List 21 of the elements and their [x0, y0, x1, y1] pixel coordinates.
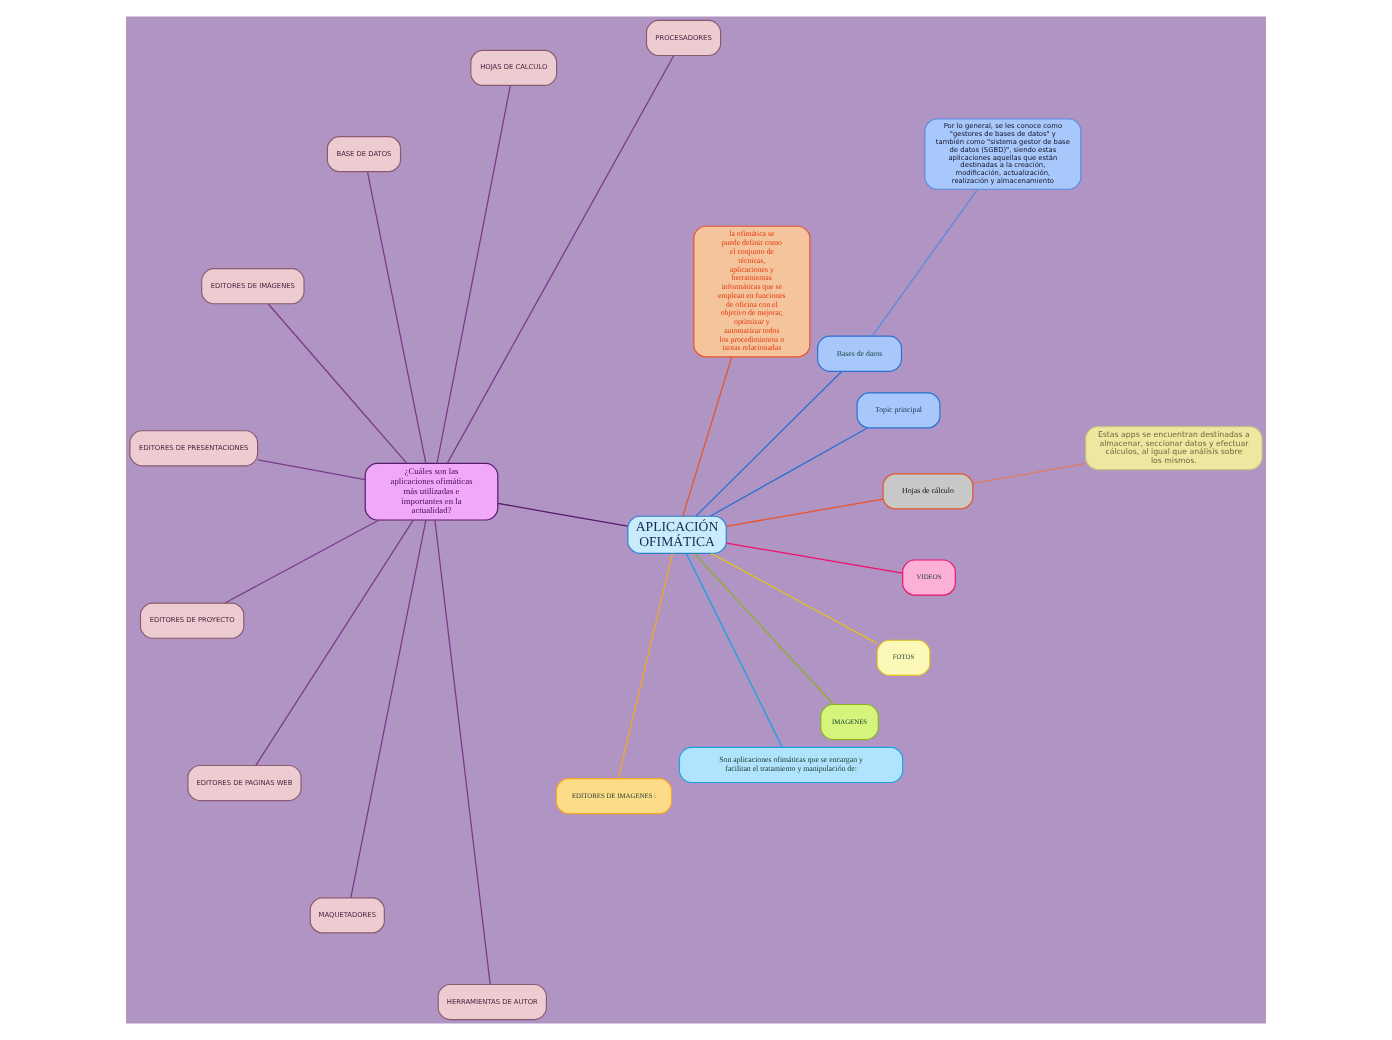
connector [434, 519, 491, 985]
connector [725, 498, 884, 527]
connector [267, 303, 408, 464]
connector [436, 85, 511, 464]
connector [972, 463, 1087, 485]
connector [693, 552, 834, 705]
connector [446, 55, 675, 464]
connector [497, 502, 629, 527]
connector [709, 427, 868, 517]
connector [255, 519, 414, 767]
connector [350, 519, 427, 899]
connector [725, 542, 904, 574]
connector [695, 370, 843, 517]
connector [871, 188, 979, 337]
connector [366, 171, 427, 464]
connector [685, 553, 783, 748]
connector [710, 552, 878, 644]
connector [224, 519, 380, 604]
connector [257, 459, 366, 481]
connector [682, 356, 733, 517]
connector [617, 552, 674, 780]
